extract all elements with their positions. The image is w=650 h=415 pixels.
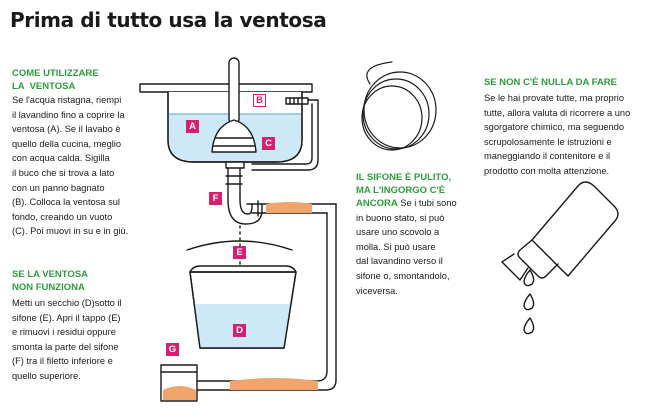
- label-g: G: [166, 343, 179, 356]
- text-line: sifone o, smontandolo,: [356, 270, 450, 281]
- text-line: smonta la parte del sifone: [12, 341, 119, 352]
- text-line: sifone (E). Apri il tappo (E): [12, 312, 121, 323]
- text-line: maneggiando il contenitore e il: [484, 151, 611, 162]
- text-line: in buono stato, si può: [356, 212, 445, 223]
- ventosa-instructions: Se l'acqua ristagna, riempi il lavandino…: [12, 93, 128, 239]
- text-line-rest: Se i tubi sono: [397, 198, 457, 208]
- chemical-instructions: Se le hai provate tutte, ma proprio tutt…: [484, 91, 630, 179]
- chemical-bottle-icon: [501, 181, 619, 281]
- text-line: il lavandino fino a coprire la: [12, 109, 125, 120]
- text-line: ANCORA Se i tubi sono: [356, 196, 457, 211]
- ventosa-heading-line: COME UTILIZZARE: [12, 68, 99, 79]
- text-line: viceversa.: [356, 285, 398, 296]
- drain-trap: [225, 161, 337, 225]
- drain-pipe: [175, 203, 337, 391]
- sifone-pulito-heading: IL SIFONE È PULITO, MA L'INGORGO C'È: [356, 172, 451, 197]
- text-line: usare uno scovolo a: [356, 227, 440, 238]
- label-d: D: [233, 324, 246, 337]
- text-line: scrupolosamente le istruzioni e: [484, 136, 612, 147]
- text-line: Se le hai provate tutte, ma proprio: [484, 93, 625, 103]
- label-a: A: [186, 120, 199, 133]
- sifone-heading-line: MA L'INGORGO C'È: [356, 184, 446, 196]
- text-line: e rimuovi i residui oppure: [12, 327, 116, 338]
- ventosa-heading: COME UTILIZZARE LA VENTOSA: [12, 68, 99, 93]
- ventosa-heading-line: LA VENTOSA: [12, 80, 76, 92]
- no-ventosa-heading-line: SE LA VENTOSA: [12, 269, 89, 280]
- page-title: Prima di tutto usa la ventosa: [10, 8, 327, 32]
- text-line: quello della cucina, meglio: [12, 138, 122, 149]
- text-line: tutte, allora valuta di ricorrere a uno: [484, 107, 631, 118]
- text-line: il buco che si trova a lato: [12, 167, 115, 178]
- sifone-heading-tail: ANCORA: [356, 198, 398, 209]
- text-line: (C). Poi muovi in su e in giù.: [12, 226, 129, 237]
- sifone-heading-line: IL SIFONE È PULITO,: [356, 172, 452, 183]
- text-line: (B). Colloca la ventosa sul: [12, 197, 120, 208]
- label-f: F: [209, 192, 222, 205]
- text-line: dal lavandino verso il: [356, 256, 443, 267]
- text-line: con acqua calda. Sigilla: [12, 153, 110, 164]
- no-ventosa-heading: SE LA VENTOSA NON FUNZIONA: [12, 269, 88, 294]
- plunger-icon: [211, 57, 257, 153]
- bucket-icon: [186, 240, 297, 349]
- ultima-spiaggia-heading: SE NON C'È NULLA DA FARE: [484, 77, 617, 88]
- text-line: fondo, creando un vuoto: [12, 211, 113, 222]
- text-line: Se l'acqua ristagna, riempi: [12, 95, 122, 105]
- text-line: ventosa (A). Se il lavabo è: [12, 124, 121, 135]
- drop-icon: [523, 269, 535, 335]
- text-line: (F) tra il filetto inferiore e: [12, 356, 113, 367]
- text-line: Metti un secchio (D)sotto il: [12, 298, 122, 308]
- text-line: quello superiore.: [12, 370, 81, 381]
- no-ventosa-heading-line: NON FUNZIONA: [12, 281, 85, 293]
- text-line: con un panno bagnato: [12, 182, 105, 193]
- label-c: C: [262, 137, 275, 150]
- text-line: molla. Si può usare: [356, 241, 436, 252]
- spring-brush-icon: [361, 61, 437, 151]
- label-e: E: [233, 246, 246, 259]
- overflow-pipe: [251, 97, 319, 171]
- text-line: prodotto con molta attenzione.: [484, 165, 610, 176]
- text-line: sgorgatore chimico, ma seguendo: [484, 122, 625, 133]
- bucket-instructions: Metti un secchio (D)sotto il sifone (E).…: [12, 296, 122, 384]
- floor-drain: [160, 364, 198, 402]
- scovolo-instructions: ANCORA Se i tubi sono in buono stato, si…: [356, 196, 457, 298]
- label-b: B: [253, 94, 266, 107]
